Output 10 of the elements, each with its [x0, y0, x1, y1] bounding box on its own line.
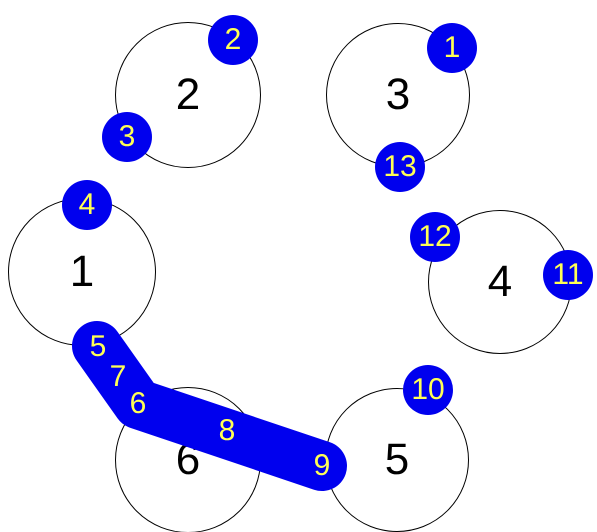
numbered-marker: 2	[208, 15, 258, 65]
numbered-marker: 1	[427, 23, 477, 73]
numbered-marker: 11	[543, 250, 593, 300]
numbered-marker: 10	[403, 365, 453, 415]
numbered-marker: 4	[62, 180, 112, 230]
numbered-marker: 3	[102, 112, 152, 162]
marker-number: 8	[218, 416, 236, 446]
numbered-marker: 13	[375, 142, 425, 192]
numbered-marker: 12	[410, 212, 460, 262]
marker-number: 6	[130, 389, 146, 419]
